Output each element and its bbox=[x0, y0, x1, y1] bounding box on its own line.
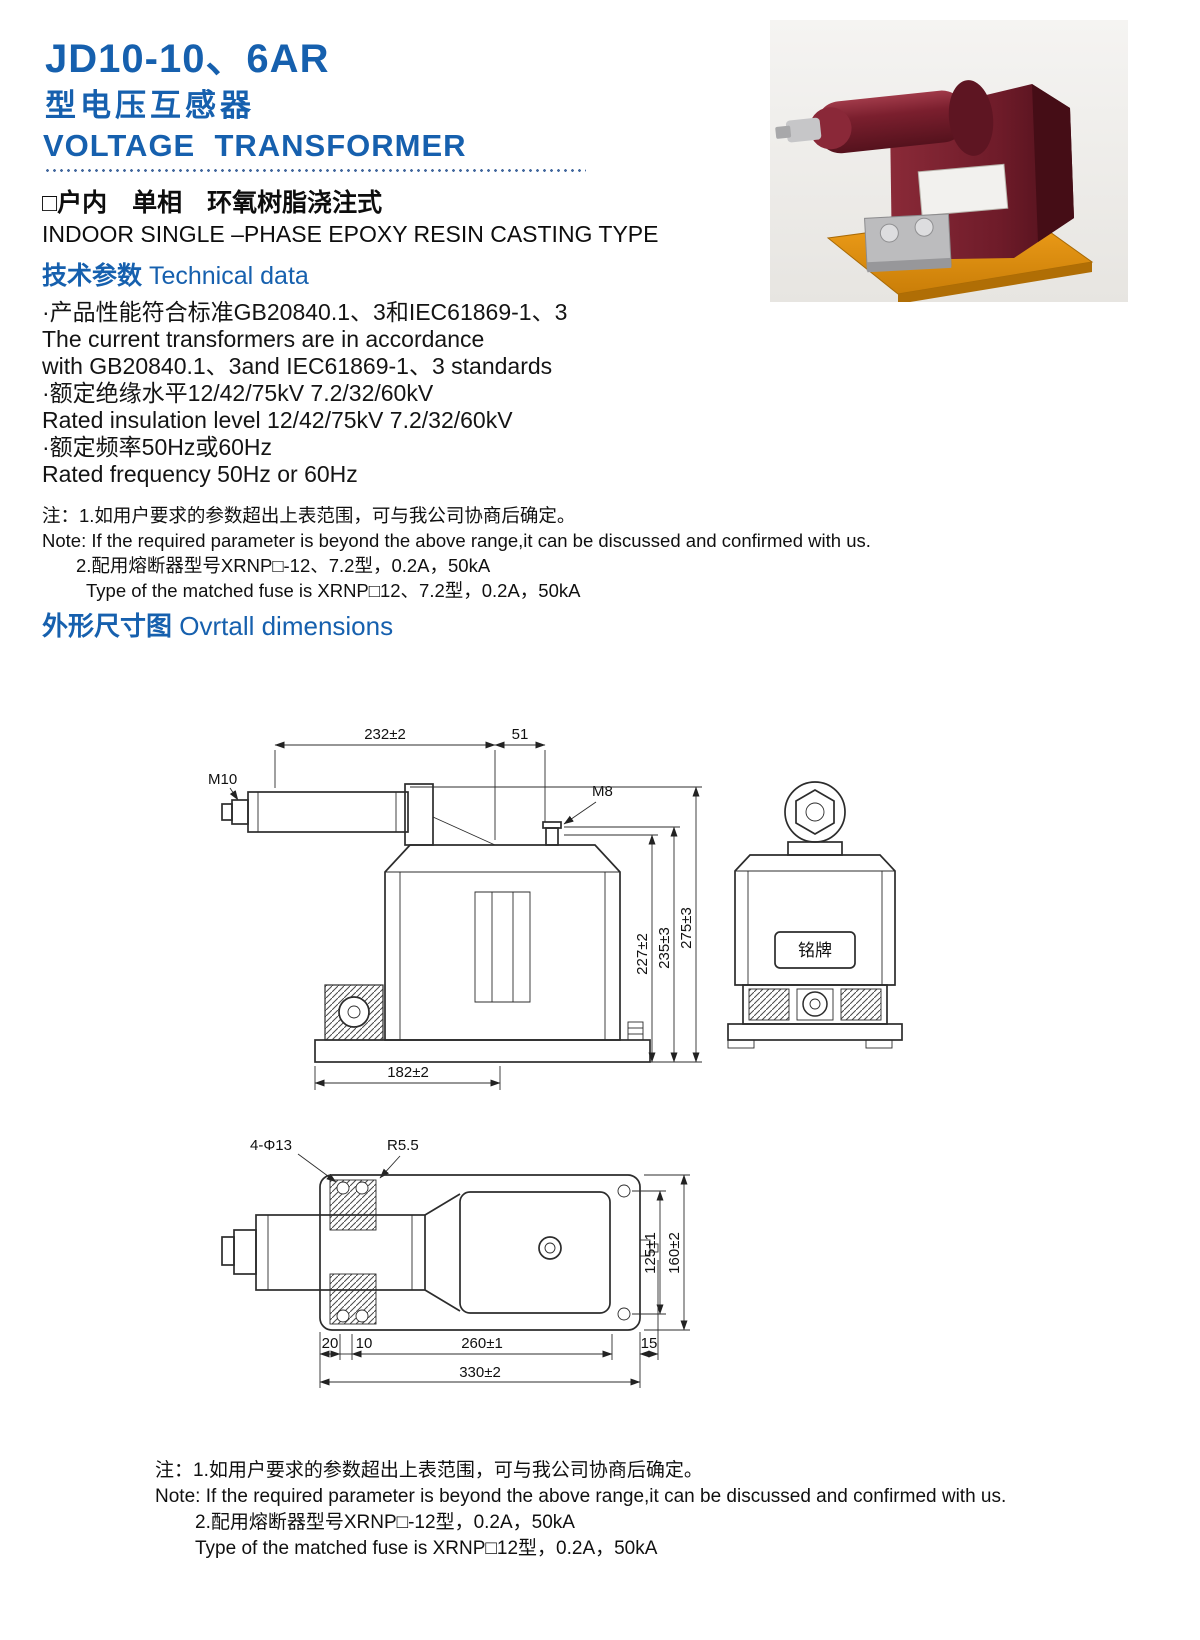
dim-label-m8: M8 bbox=[592, 783, 613, 800]
nameplate-label bbox=[917, 163, 1009, 217]
technical-data-list: ·产品性能符合标准GB20840.1、3和IEC61869-1、3 The cu… bbox=[42, 299, 567, 488]
tech-line: ·额定绝缘水平12/42/75kV 7.2/32/60kV bbox=[42, 380, 434, 406]
note-line: 注：1.如用户要求的参数超出上表范围，可与我公司协商后确定。 bbox=[42, 505, 576, 526]
front-ground-terminal bbox=[627, 1021, 644, 1041]
note-line: Note: If the required parameter is beyon… bbox=[42, 530, 871, 551]
dotted-divider bbox=[44, 168, 586, 173]
m10-leader bbox=[229, 787, 239, 801]
front-base-plate bbox=[314, 1039, 651, 1063]
front-clamp bbox=[324, 984, 384, 1041]
front-bushing-outline bbox=[221, 783, 496, 846]
dim-label-235: 235±3 bbox=[656, 927, 673, 969]
subtitle-cn: 型电压互感器 bbox=[45, 88, 255, 123]
type-line-en: INDOOR SINGLE –PHASE EPOXY RESIN CASTING… bbox=[42, 221, 659, 247]
side-view-drawing: 铭牌 bbox=[727, 781, 903, 1049]
note-line: Type of the matched fuse is XRNP□12型，0.2… bbox=[195, 1538, 658, 1559]
m8-leader bbox=[563, 801, 597, 825]
dim-label-125: 125±1 bbox=[642, 1232, 659, 1274]
bottom-width-dims bbox=[319, 1260, 659, 1388]
tech-line: ·额定频率50Hz或60Hz bbox=[42, 434, 273, 460]
side-nameplate-box bbox=[774, 931, 856, 969]
dim-label-15: 15 bbox=[641, 1335, 658, 1352]
note-line: 2.配用熔断器型号XRNP□-12、7.2型，0.2A，50kA bbox=[76, 555, 491, 576]
dim-label-275: 275±3 bbox=[678, 907, 695, 949]
technical-heading-en: Technical data bbox=[148, 262, 309, 290]
dim-label-330: 330±2 bbox=[459, 1364, 501, 1381]
bushing-collar bbox=[948, 80, 994, 156]
dimensions-heading-en: Ovrtall dimensions bbox=[179, 611, 394, 641]
front-body-outline bbox=[384, 844, 621, 1041]
transformer-bushing bbox=[775, 90, 967, 154]
tech-line: with GB20840.1、3and IEC61869-1、3 standar… bbox=[42, 353, 553, 379]
tech-line: The current transformers are in accordan… bbox=[42, 326, 485, 352]
bottom-right-dims bbox=[632, 1174, 690, 1331]
tech-line: Rated insulation level 12/42/75kV 7.2/32… bbox=[42, 407, 513, 433]
side-base-plate bbox=[727, 1023, 903, 1049]
note-line: 注：1.如用户要求的参数超出上表范围，可与我公司协商后确定。 bbox=[155, 1460, 703, 1481]
technical-data-heading: 技术参数 Technical data bbox=[42, 256, 309, 292]
product-photo bbox=[770, 20, 1128, 302]
notes-bottom: 注：1.如用户要求的参数超出上表范围，可与我公司协商后确定。 Note: If … bbox=[155, 1458, 1006, 1562]
tech-line: ·产品性能符合标准GB20840.1、3和IEC61869-1、3 bbox=[42, 299, 568, 325]
tech-line: Rated frequency 50Hz or 60Hz bbox=[42, 461, 358, 487]
side-nameplate-label: 铭牌 bbox=[798, 941, 832, 960]
mounting-hole bbox=[617, 1307, 631, 1321]
note-line: 2.配用熔断器型号XRNP□-12型，0.2A，50kA bbox=[195, 1512, 575, 1533]
type-line-cn: □户内 单相 环氧树脂浇注式 bbox=[42, 189, 383, 217]
subtitle-en: VOLTAGE TRANSFORMER bbox=[43, 128, 467, 163]
dim-label-160: 160±2 bbox=[666, 1232, 683, 1274]
note-line: Note: If the required parameter is beyon… bbox=[155, 1486, 1007, 1507]
front-right-dims bbox=[410, 786, 702, 1063]
dim-label-10: 10 bbox=[356, 1335, 373, 1352]
dim-label-260: 260±1 bbox=[461, 1335, 503, 1352]
note-line: Type of the matched fuse is XRNP□12、7.2型… bbox=[86, 580, 581, 601]
bottom-bushing-outline bbox=[221, 1191, 611, 1314]
side-top-terminal bbox=[784, 781, 846, 856]
front-bottom-dim bbox=[314, 1066, 501, 1090]
page-title: JD10-10、6AR bbox=[45, 37, 330, 81]
front-view-drawing: 232±2 51 M10 M8 bbox=[208, 726, 702, 1090]
holes-leader bbox=[297, 1153, 337, 1183]
dim-label-radius: R5.5 bbox=[387, 1137, 419, 1154]
side-clamp-band bbox=[742, 984, 888, 1025]
dim-label-232: 232±2 bbox=[364, 726, 406, 743]
front-m8-stud bbox=[542, 821, 562, 846]
terminal-block bbox=[864, 213, 952, 273]
dimensions-heading: 外形尺寸图 Ovrtall dimensions bbox=[42, 606, 393, 643]
dim-label-20: 20 bbox=[322, 1335, 339, 1352]
bottom-stud bbox=[538, 1236, 562, 1260]
notes-top: 注：1.如用户要求的参数超出上表范围，可与我公司协商后确定。 Note: If … bbox=[42, 503, 871, 603]
dim-label-51: 51 bbox=[512, 726, 529, 743]
mounting-hole bbox=[617, 1184, 631, 1198]
front-dimension-lines bbox=[274, 741, 546, 840]
technical-heading-cn: 技术参数 bbox=[42, 262, 143, 290]
bottom-clamp-pads bbox=[329, 1179, 377, 1325]
side-body-outline bbox=[734, 854, 896, 986]
dim-label-182: 182±2 bbox=[387, 1064, 429, 1081]
dim-label-227: 227±2 bbox=[634, 933, 651, 975]
bottom-view-drawing: 4-Φ13 R5.5 bbox=[221, 1137, 690, 1388]
dim-label-holes: 4-Φ13 bbox=[250, 1137, 292, 1154]
dimensions-heading-cn: 外形尺寸图 bbox=[42, 611, 173, 641]
dim-label-m10: M10 bbox=[208, 771, 237, 788]
